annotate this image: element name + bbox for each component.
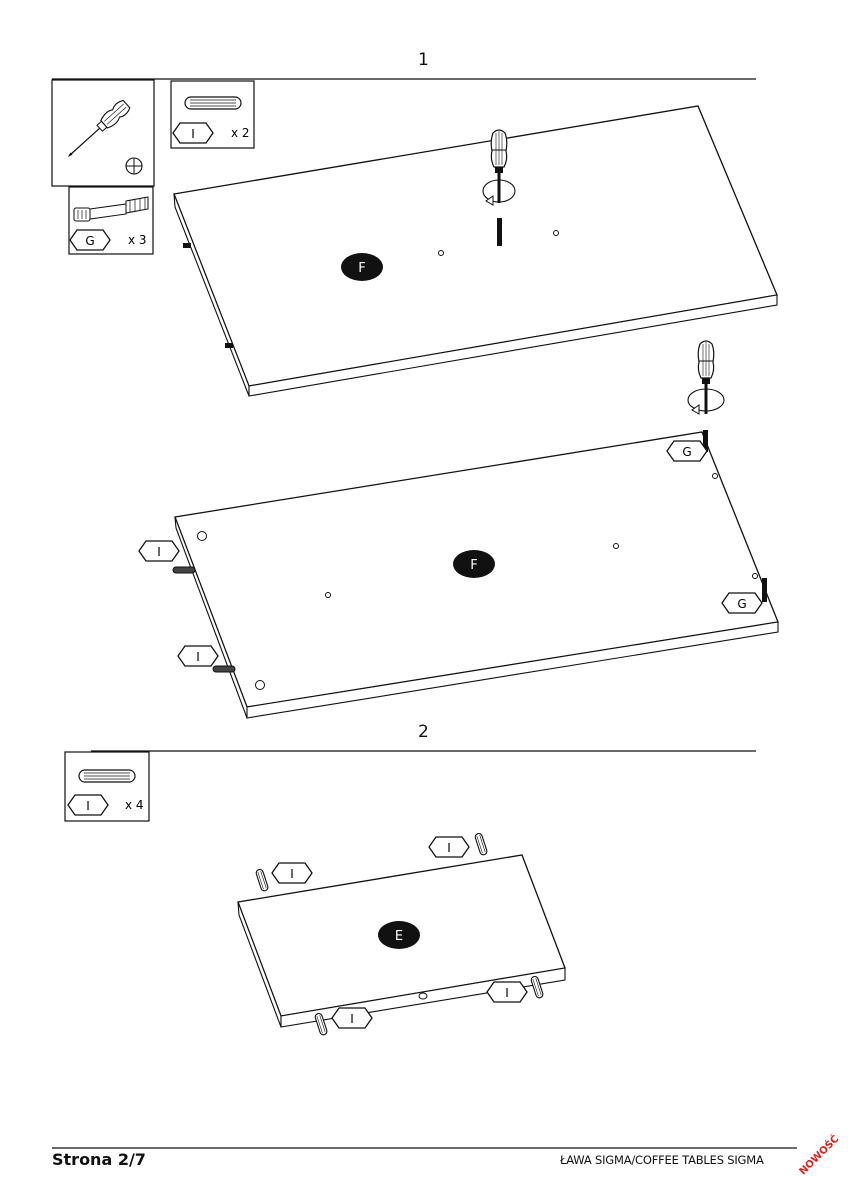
step-number-2: 2	[418, 722, 429, 742]
tool-box	[51, 79, 155, 187]
dowel-box-step2: I x 4	[64, 751, 150, 822]
cam-bolt-letter: G	[85, 234, 94, 248]
cam-bolt-letter: G	[737, 597, 746, 611]
part-e-badge	[378, 921, 420, 949]
panel-f-lower: F	[172, 430, 779, 719]
part-f-badge	[341, 253, 383, 281]
cam-bolt-quantity: x 3	[128, 233, 147, 247]
dowel-letter: I	[157, 545, 161, 559]
dowel-letter: I	[505, 986, 509, 1000]
part-e-label: E	[395, 929, 403, 944]
part-f-label: F	[470, 558, 477, 573]
product-title: ŁAWA SIGMA/COFFEE TABLES SIGMA	[560, 1153, 764, 1167]
part-f-badge	[453, 550, 495, 578]
step-number-1: 1	[418, 50, 429, 70]
cam-bolt-letter: G	[682, 445, 691, 459]
dowel-quantity: x 4	[125, 798, 144, 812]
dowel-letter: I	[290, 867, 294, 881]
dowel-quantity: x 2	[231, 126, 250, 140]
dowel-letter: I	[350, 1012, 354, 1026]
phillips-head-icon	[125, 157, 143, 175]
cam-bolt-icon	[73, 196, 149, 222]
dowel-icon	[78, 769, 136, 783]
part-f-label: F	[358, 261, 365, 276]
page-number: Strona 2/7	[52, 1150, 146, 1169]
dowel-letter: I	[86, 799, 90, 813]
phillips-screwdriver-icon	[67, 99, 131, 158]
dowel-letter: I	[191, 127, 195, 141]
panel-f-upper: F	[173, 105, 778, 397]
screwdriver-in-use-icon	[687, 340, 725, 415]
dowel-icon	[184, 96, 242, 110]
cam-bolt-box: G x 3	[68, 186, 154, 255]
dowel-letter: I	[447, 841, 451, 855]
dowel-box-step1: I x 2	[170, 80, 255, 149]
dowel-letter: I	[196, 650, 200, 664]
